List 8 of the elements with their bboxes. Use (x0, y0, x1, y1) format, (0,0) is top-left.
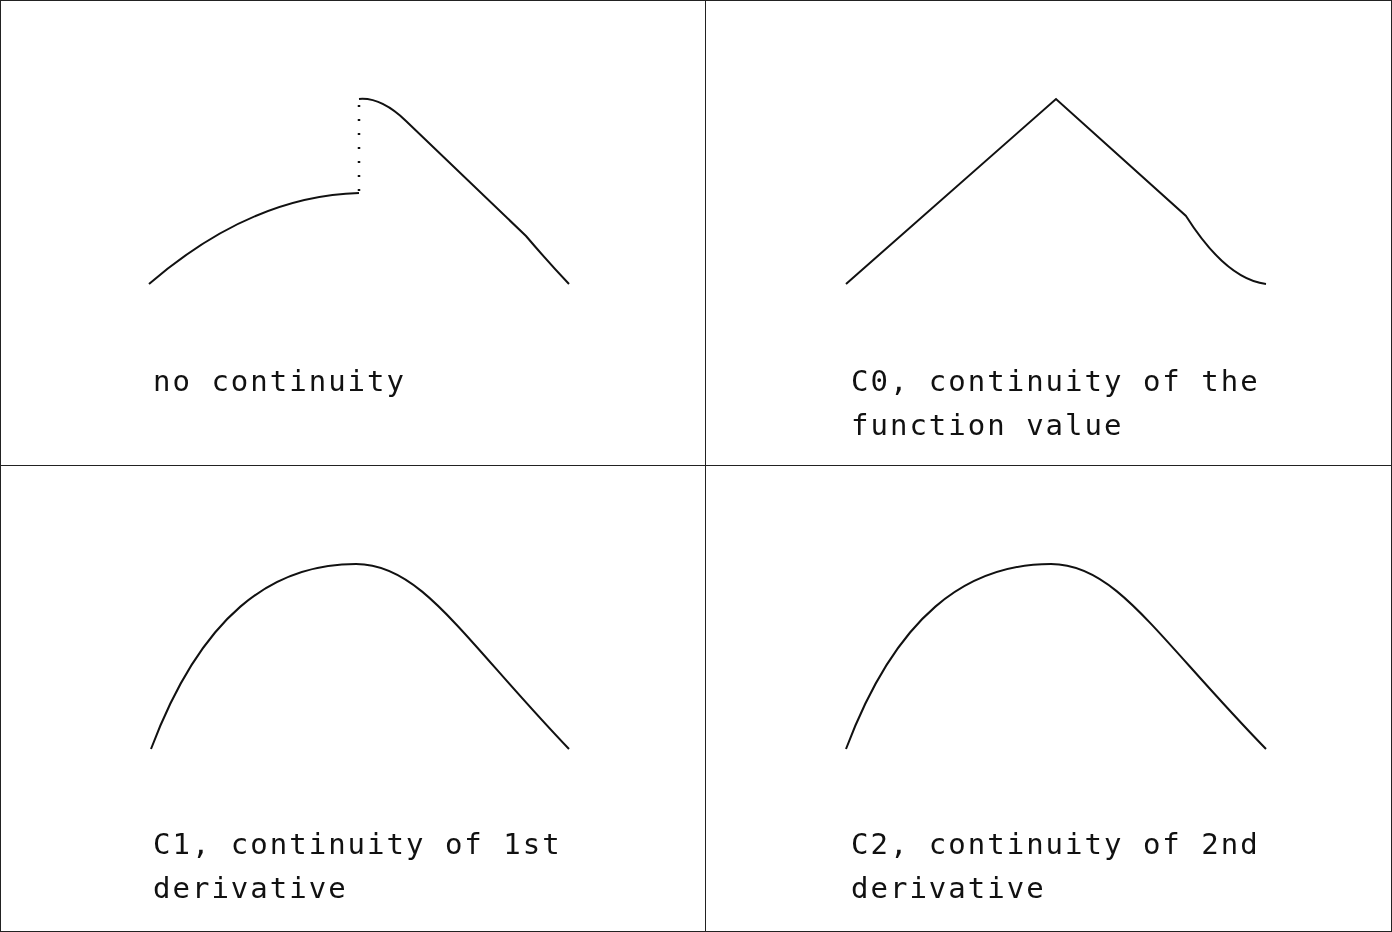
graph-panel (0, 465, 707, 932)
graph-panel (0, 0, 707, 467)
panel-caption: C1, continuity of 1st derivative (153, 826, 563, 907)
graph-panel (705, 0, 1392, 467)
panel-caption: no continuity (153, 363, 407, 400)
panel-caption: C0, continuity of the function value (851, 363, 1261, 444)
panel-caption: C2, continuity of 2nd derivative (851, 826, 1261, 907)
graph-panel (705, 465, 1392, 932)
